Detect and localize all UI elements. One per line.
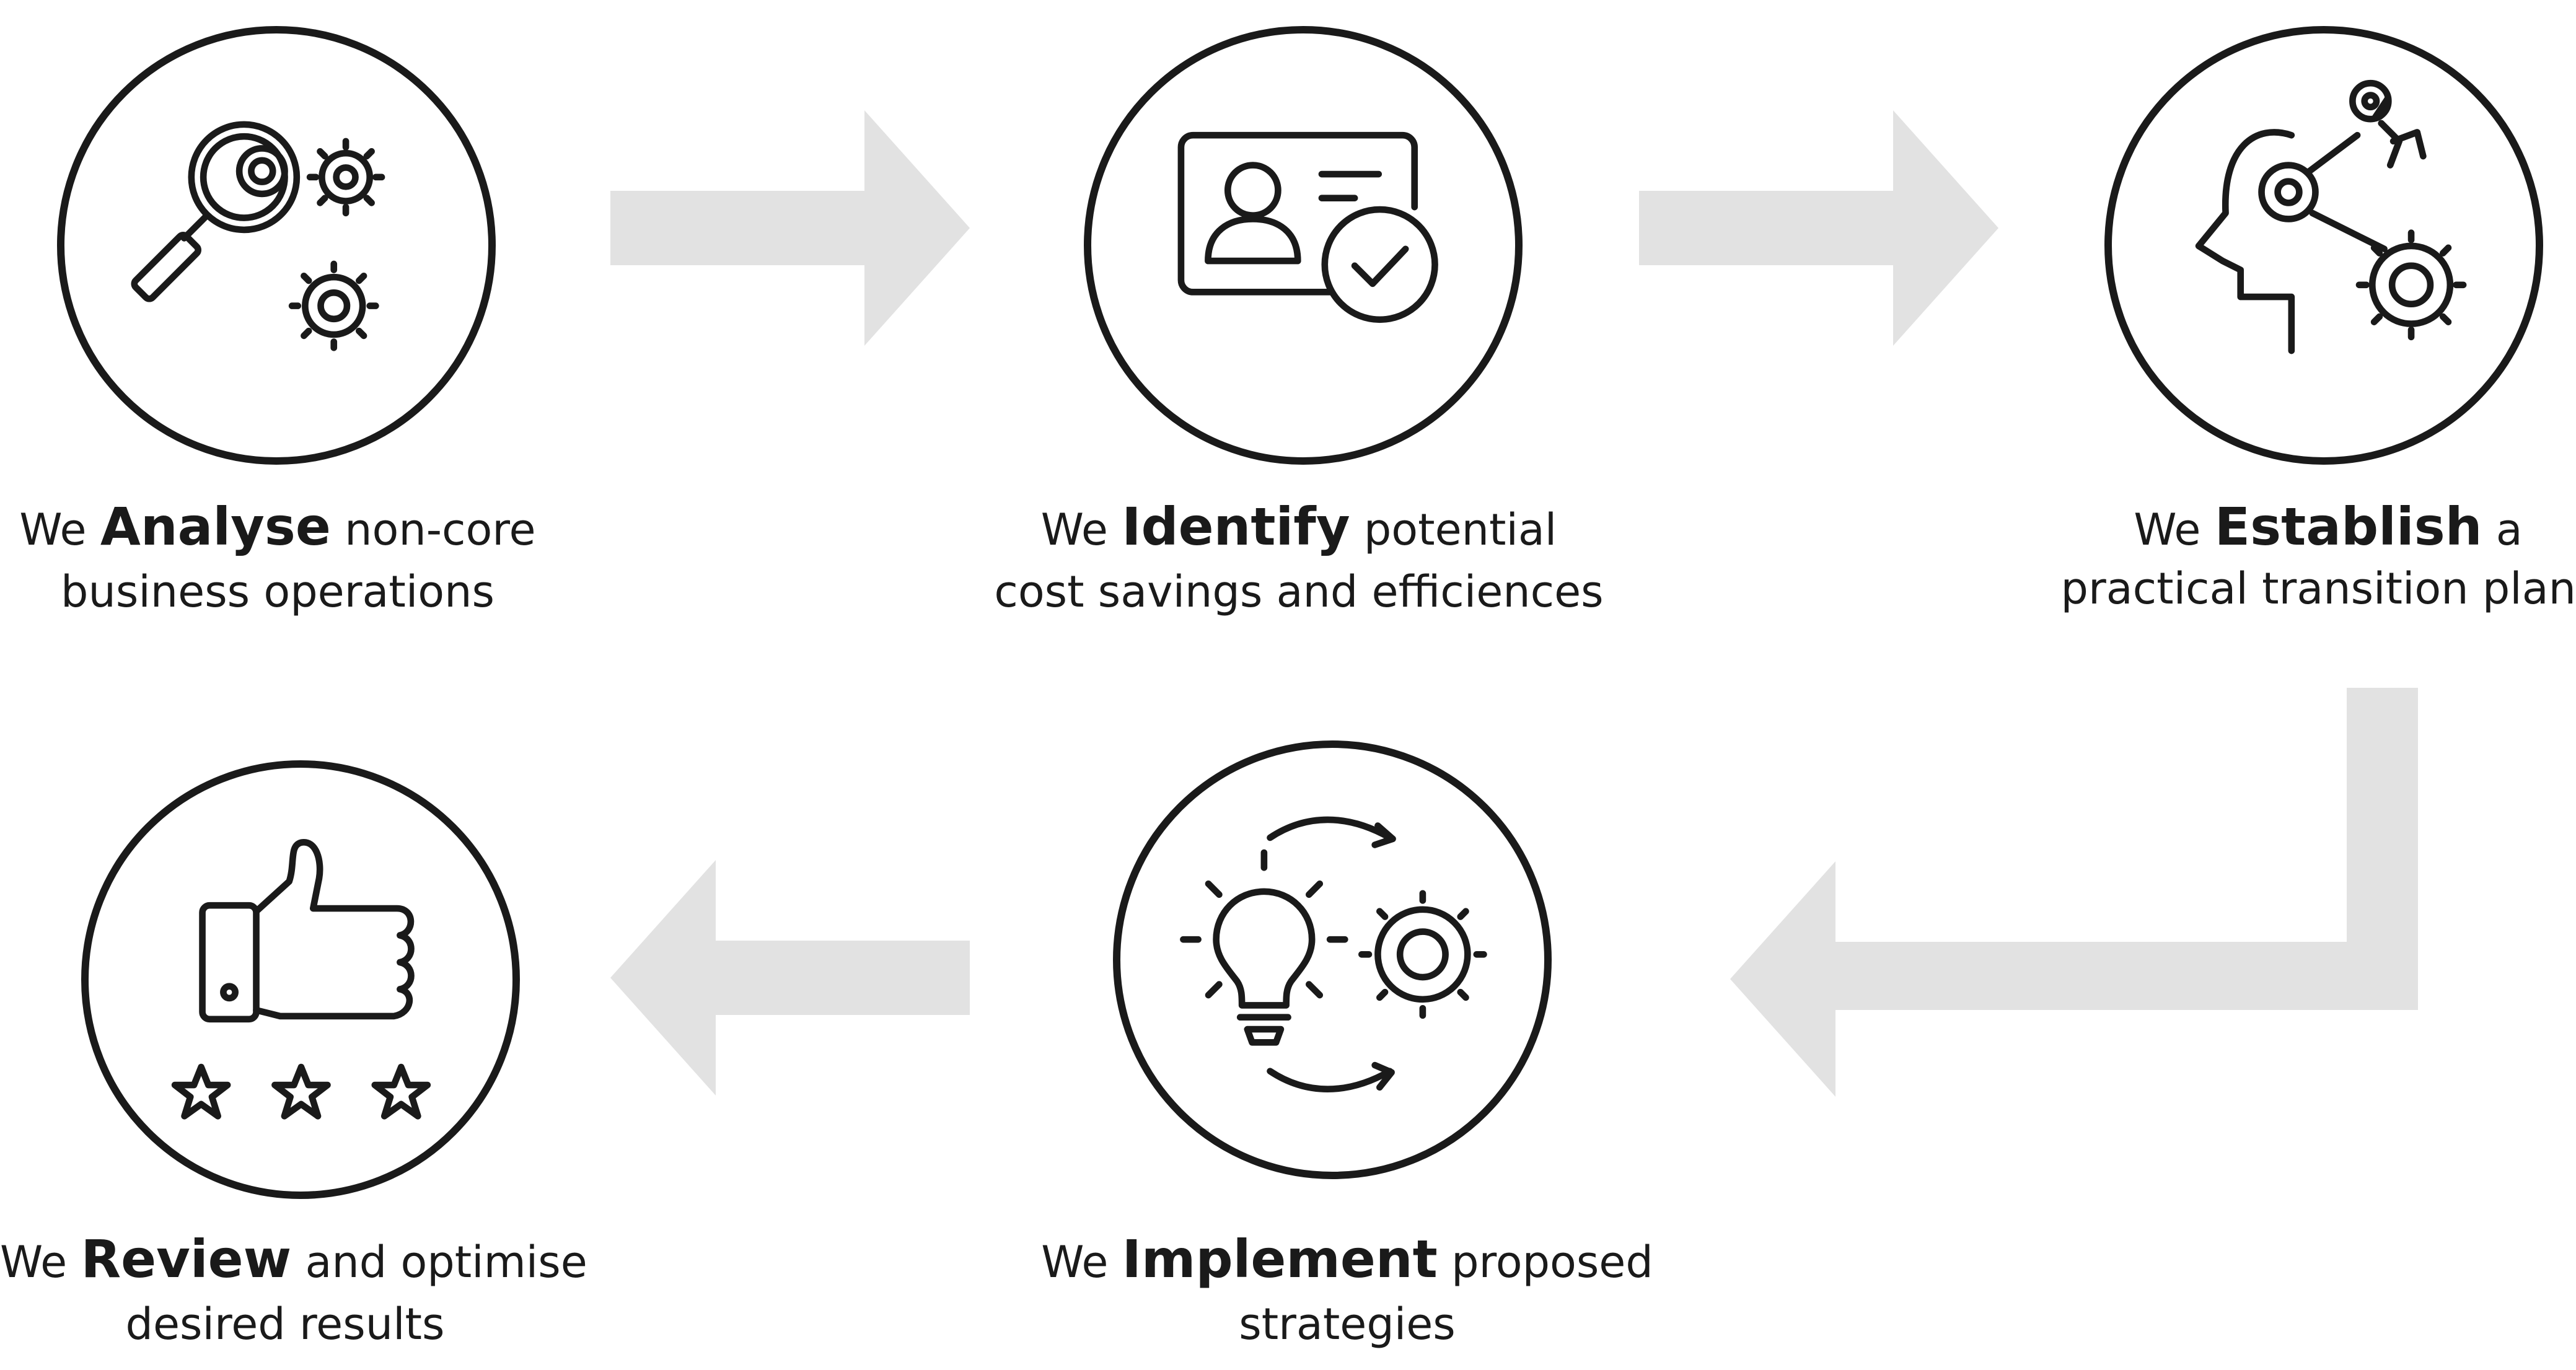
step-2-circle [1084,26,1523,465]
step-1-verb: Analyse [100,496,331,557]
step-4-verb: Implement [1122,1229,1438,1289]
step-3-verb: Establish [2214,496,2482,557]
step-3-circle [2104,26,2543,465]
step-4-rest: proposed [1451,1237,1653,1288]
step-1-line2: business operations [61,566,495,617]
step-1-caption: We Analyse non-core business operations [0,496,587,623]
step-1-prefix: We [19,504,87,555]
step-4-circle [1113,740,1552,1179]
magnifier-gears-icon [131,121,385,351]
step-1-rest: non-core [345,504,536,555]
step-3-prefix: We [2134,504,2201,555]
step-2-caption: We Identify potential cost savings and e… [989,496,1609,623]
step-4-caption: We Implement proposed strategies [1037,1228,1657,1355]
step-3-caption: We Establish a practical transition plan [1956,496,2576,614]
step-5-prefix: We [0,1237,68,1288]
step-4-prefix: We [1041,1237,1109,1288]
step-5-verb: Review [81,1229,292,1289]
step-1-circle [57,26,496,465]
thumbs-up-stars-icon [171,839,431,1120]
step-2-line2: cost savings and efficiences [994,566,1604,617]
step-5-circle [81,760,520,1199]
step-5-rest: and optimise [305,1237,587,1288]
id-card-check-icon [1177,131,1438,323]
step-5-caption: We Review and optimise desired results [0,1228,587,1355]
step-5-line2: desired results [125,1299,445,1350]
arrow-step2-to-step3 [1639,110,1998,346]
step-2-rest: potential [1363,504,1557,555]
arrow-step1-to-step2 [610,110,970,346]
arrow-step3-to-step4 [1730,688,2418,1097]
step-2-prefix: We [1040,504,1108,555]
head-robot-arm-gears-icon [2195,79,2467,354]
step-3-line2: practical transition plan [2060,563,2576,614]
bulb-gear-cycle-icon [1180,816,1487,1092]
step-4-line2: strategies [1239,1299,1456,1350]
step-3-rest: a [2495,504,2523,555]
step-2-verb: Identify [1122,496,1350,557]
arrow-step4-to-step5 [610,860,970,1096]
